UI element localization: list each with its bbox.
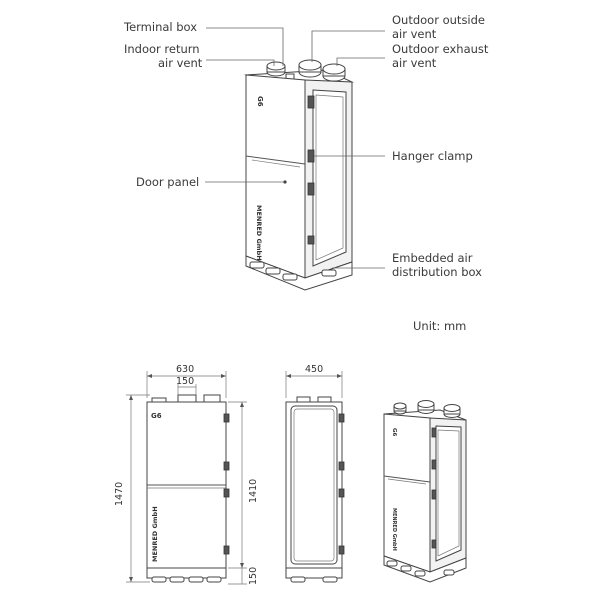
callout-outdoor-outside-1: Outdoor outside	[392, 13, 485, 27]
dim-vent-spacing: 150	[176, 376, 194, 387]
brand-label-front: MENRED GmbH	[151, 506, 159, 562]
brand-label-small: MENRED GmbH	[391, 508, 397, 551]
isometric-unit-top: G6 MENRED GmbH	[244, 59, 354, 291]
dim-front-width: 630	[176, 364, 194, 375]
callout-terminal-box: Terminal box	[123, 20, 197, 34]
dim-base-height: 150	[248, 567, 259, 585]
callout-outdoor-exhaust-2: air vent	[392, 56, 437, 70]
unit-label: Unit: mm	[413, 319, 466, 333]
callout-outdoor-exhaust-1: Outdoor exhaust	[392, 42, 489, 56]
isometric-unit-small: G6 MENRED GmbH	[383, 400, 467, 583]
base-legs	[249, 261, 337, 281]
callouts: Terminal box Indoor return air vent Outd…	[123, 13, 489, 279]
brand-label-top: MENRED GmbH	[255, 205, 263, 261]
dim-total-height: 1470	[114, 482, 125, 506]
dim-body-height: 1410	[248, 479, 259, 503]
model-label-small: G6	[391, 428, 397, 437]
callout-indoor-return-2: air vent	[158, 56, 203, 70]
top-vents	[266, 59, 346, 82]
callout-hanger-clamp: Hanger clamp	[392, 149, 473, 163]
callout-embedded-2: distribution box	[392, 265, 482, 279]
callout-door-panel: Door panel	[136, 175, 199, 189]
dim-side-depth: 450	[305, 364, 323, 375]
model-label-front: G6	[151, 412, 162, 420]
callout-outdoor-outside-2: air vent	[392, 27, 437, 41]
callout-embedded-1: Embedded air	[392, 251, 473, 265]
front-view: G6 MENRED GmbH 630 150 1470 1410 150	[114, 364, 259, 585]
callout-indoor-return-1: Indoor return	[124, 42, 200, 56]
model-label-top: G6	[256, 96, 264, 107]
side-view: 450	[285, 364, 345, 583]
